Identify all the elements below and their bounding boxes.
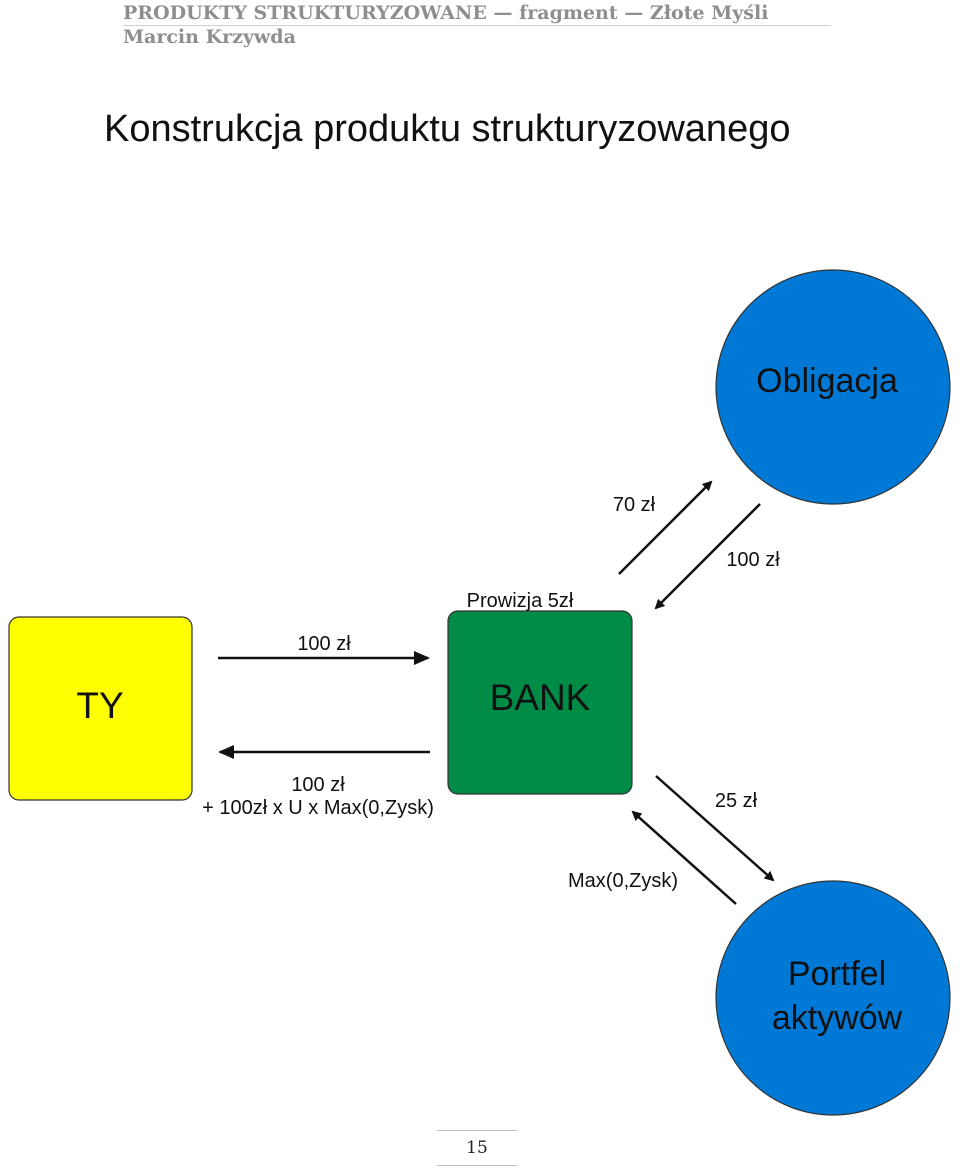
page-number: 15 (437, 1130, 517, 1166)
label-bank-to-you-line2: + 100zł x U x Max(0,Zysk) (202, 797, 434, 819)
you-label: TY (76, 685, 123, 726)
bank-label: BANK (490, 677, 591, 718)
arrow-bank-to-portfolio (655, 775, 775, 882)
label-portfolio-to-bank: Max(0,Zysk) (568, 870, 678, 892)
arrow-bank-to-bond (618, 480, 713, 575)
bank-fee-note: Prowizja 5zł (467, 590, 574, 612)
figure-title: Konstrukcja produktu strukturyzowanego (104, 108, 791, 150)
header-author: Marcin Krzywda (123, 26, 296, 48)
label-bank-to-you-line1: 100 zł (291, 774, 345, 796)
label-bank-to-bond: 70 zł (613, 494, 656, 516)
arrow-portfolio-to-bank (631, 810, 737, 905)
bond-label: Obligacja (756, 362, 898, 400)
label-bank-to-portfolio: 25 zł (715, 790, 758, 812)
portfolio-label-line1: Portfel (788, 955, 886, 993)
bank-box (447, 610, 633, 795)
arrow-bond-to-bank (654, 503, 761, 610)
label-bond-to-bank: 100 zł (726, 549, 780, 571)
portfolio-circle (715, 880, 951, 1116)
bond-circle (715, 269, 951, 505)
label-you-to-bank: 100 zł (297, 633, 351, 655)
header-title: PRODUKTY STRUKTURYZOWANE — fragment — Zł… (123, 2, 831, 26)
portfolio-label-line2: aktywów (772, 999, 903, 1037)
you-box (8, 616, 193, 801)
page-header: PRODUKTY STRUKTURYZOWANE — fragment — Zł… (123, 2, 831, 50)
